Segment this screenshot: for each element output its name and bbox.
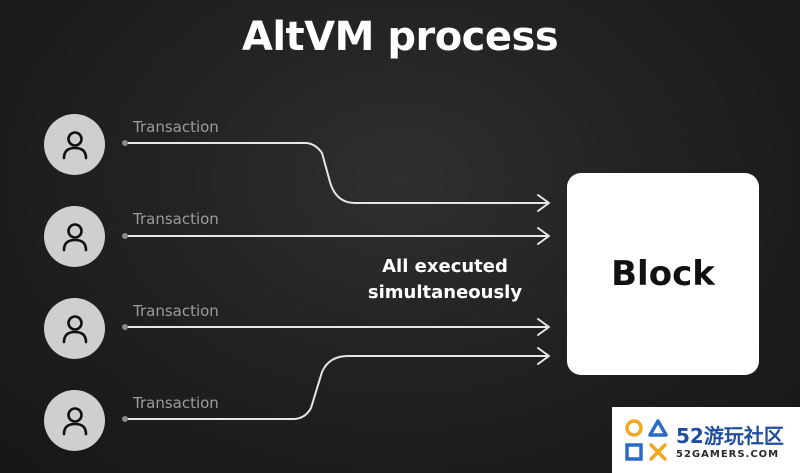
transaction-label-4: Transaction [133, 394, 219, 412]
arrow-head-1 [537, 194, 550, 212]
line-start-dot-2 [122, 233, 128, 239]
watermark-main: 52游玩社区 [676, 424, 784, 448]
user-icon [62, 406, 87, 435]
user-avatar-4 [44, 390, 105, 451]
line-start-dot-4 [122, 416, 128, 422]
block-label: Block [611, 254, 715, 294]
connection-line-4 [124, 355, 549, 420]
arrow-head-3 [537, 318, 550, 336]
page-title: AltVM process [241, 14, 559, 60]
block-box: Block [567, 173, 759, 375]
transaction-label-2: Transaction [133, 210, 219, 228]
user-avatar-1 [44, 114, 105, 175]
arrow-head-4 [537, 347, 550, 365]
watermark-sub: 52GAMERS.COM [676, 449, 780, 460]
user-avatar-2 [44, 206, 105, 267]
line-start-dot-3 [122, 324, 128, 330]
user-icon [62, 130, 87, 159]
line-start-dot-1 [122, 140, 128, 146]
user-icon [62, 314, 87, 343]
game-buttons-icon [625, 419, 668, 461]
connection-line-1 [124, 142, 549, 204]
execution-note-line-1: All executed [382, 256, 508, 277]
user-avatar-3 [44, 298, 105, 359]
execution-note-line-2: simultaneously [367, 282, 523, 303]
arrow-head-2 [537, 227, 550, 245]
execution-note: All executed simultaneously [355, 254, 535, 306]
user-icon [62, 222, 87, 251]
transaction-label-1: Transaction [133, 118, 219, 136]
transaction-label-3: Transaction [133, 302, 219, 320]
watermark-text: 52游玩社区 52GAMERS.COM [676, 420, 784, 460]
watermark: 52游玩社区 52GAMERS.COM [612, 407, 800, 473]
